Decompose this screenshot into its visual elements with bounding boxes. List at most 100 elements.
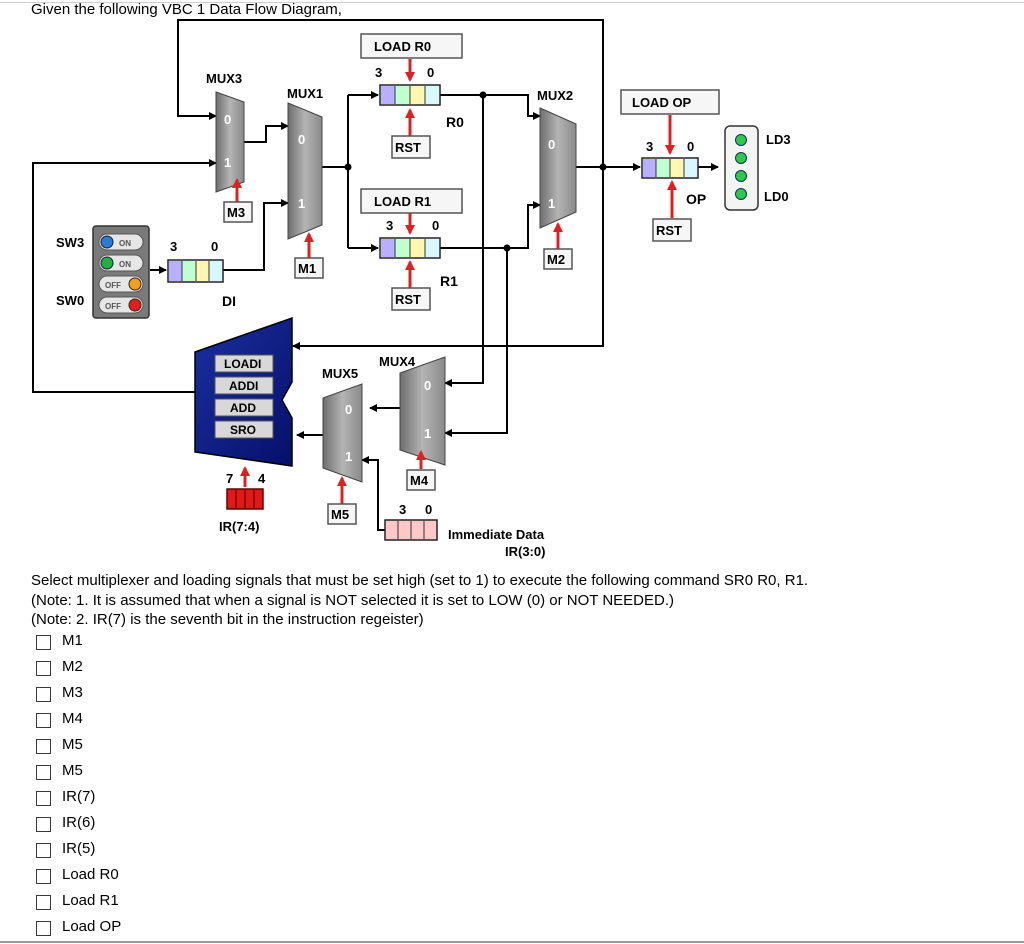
mux5-input-0: 0 <box>345 402 352 417</box>
mux3-input-1: 1 <box>224 155 231 170</box>
m4-box: M4 <box>410 473 429 488</box>
m1-box: M1 <box>298 261 316 276</box>
immediate-data-sublabel: IR(3:0) <box>505 544 545 559</box>
di-label: DI <box>222 293 236 309</box>
junction-dots <box>344 91 607 252</box>
option-load-r1-checkbox[interactable] <box>36 895 51 910</box>
immediate-data-label: Immediate Data <box>448 527 545 542</box>
data-flow-diagram: MUX3 0 1 MUX1 0 1 MUX2 0 1 MUX4 0 1 MUX5… <box>32 19 791 559</box>
ir-bit-high: 7 <box>226 471 233 486</box>
mux1: MUX1 0 1 <box>287 86 323 240</box>
option-m1-label: M1 <box>62 632 83 649</box>
mux4-label: MUX4 <box>379 354 416 369</box>
instruction-decoder: LOADI ADDI ADD SRO <box>194 316 293 467</box>
m3-box: M3 <box>227 205 245 220</box>
r0-rst-box: RST <box>395 140 421 155</box>
mux2: MUX2 0 1 <box>537 88 577 229</box>
op-bit-high: 3 <box>646 139 653 154</box>
option-m4-label: M4 <box>62 710 83 727</box>
sw1-state: OFF <box>105 281 121 290</box>
option-m1-checkbox[interactable] <box>36 635 51 650</box>
register-r1: 3 0 R1 <box>379 218 458 289</box>
option-m3-checkbox[interactable] <box>36 687 51 702</box>
option-m4-checkbox[interactable] <box>36 713 51 728</box>
option-m2-checkbox[interactable] <box>36 661 51 676</box>
r1-bit-high: 3 <box>386 218 393 233</box>
r1-label: R1 <box>440 273 458 289</box>
option-m5-second-label: M5 <box>62 762 83 779</box>
register-op: 3 0 OP <box>641 139 706 207</box>
option-load-op-label: Load OP <box>62 918 122 935</box>
ld0-label: LD0 <box>764 189 789 204</box>
option-m5-second-checkbox[interactable] <box>36 765 51 780</box>
top-rule <box>0 2 1024 3</box>
option-load-r0-checkbox[interactable] <box>36 869 51 884</box>
r0-bit-low: 0 <box>427 65 434 80</box>
mux1-input-1: 1 <box>298 196 305 211</box>
option-load-op-checkbox[interactable] <box>36 921 51 936</box>
option-load-r0-label: Load R0 <box>62 866 119 883</box>
decoder-addi: ADDI <box>229 379 258 393</box>
mux3: MUX3 0 1 <box>206 71 245 193</box>
option-ir6-label: IR(6) <box>62 814 96 831</box>
option-m5-first-label: M5 <box>62 736 83 753</box>
mux4: MUX4 0 1 <box>379 354 446 466</box>
option-ir5-checkbox[interactable] <box>36 843 51 858</box>
option-ir7-label: IR(7) <box>62 788 96 805</box>
op-bit-low: 0 <box>687 139 694 154</box>
option-ir6-checkbox[interactable] <box>36 817 51 832</box>
load-r0-box: LOAD R0 <box>374 39 431 54</box>
ld3-label: LD3 <box>766 132 791 147</box>
question-note-1: (Note: 1. It is assumed that when a sign… <box>31 592 675 609</box>
register-r0: 3 0 R0 <box>375 65 464 130</box>
load-op-box: LOAD OP <box>632 95 692 110</box>
r0-label: R0 <box>446 114 464 130</box>
mux5-label: MUX5 <box>322 366 358 381</box>
op-label: OP <box>686 191 706 207</box>
mux1-label: MUX1 <box>287 86 323 101</box>
mux2-input-1: 1 <box>548 196 555 211</box>
load-r1-box: LOAD R1 <box>374 194 431 209</box>
r1-rst-box: RST <box>395 292 421 307</box>
control-boxes: LOAD R0 LOAD R1 LOAD OP RST RST RST M3 M… <box>223 33 720 525</box>
option-ir7-checkbox[interactable] <box>36 791 51 806</box>
sw2-state: ON <box>119 260 131 269</box>
option-m5-first-checkbox[interactable] <box>36 739 51 754</box>
di-bit-high: 3 <box>170 239 177 254</box>
imm-bit-high: 3 <box>399 502 406 517</box>
sw0-state: OFF <box>105 302 121 311</box>
m2-box: M2 <box>547 252 565 267</box>
ir-bit-low: 4 <box>258 471 266 486</box>
mux5: MUX5 0 1 <box>322 366 363 483</box>
led-panel: LD3 LD0 <box>724 125 791 211</box>
register-di: 3 0 DI <box>167 239 236 309</box>
mux4-input-1: 1 <box>424 426 431 441</box>
question-header: Given the following VBC 1 Data Flow Diag… <box>31 1 342 18</box>
decoder-loadi: LOADI <box>224 357 261 371</box>
mux2-input-0: 0 <box>548 137 555 152</box>
decoder-sro: SRO <box>230 423 256 437</box>
sw3-state: ON <box>119 239 131 248</box>
r0-bit-high: 3 <box>375 65 382 80</box>
bottom-rule <box>0 941 1024 943</box>
question-note-2: (Note: 2. IR(7) is the seventh bit in th… <box>31 611 424 628</box>
option-m3-label: M3 <box>62 684 83 701</box>
option-ir5-label: IR(5) <box>62 840 96 857</box>
option-m2-label: M2 <box>62 658 83 675</box>
op-rst-box: RST <box>656 223 682 238</box>
mux1-input-0: 0 <box>298 132 305 147</box>
mux3-label: MUX3 <box>206 71 242 86</box>
m5-box: M5 <box>331 507 349 522</box>
immediate-register: 3 0 Immediate Data IR(3:0) <box>384 502 545 559</box>
decoder-add: ADD <box>230 401 256 415</box>
imm-bit-low: 0 <box>425 502 432 517</box>
sw3-label: SW3 <box>56 235 84 250</box>
mux3-input-0: 0 <box>224 112 231 127</box>
di-bit-low: 0 <box>211 239 218 254</box>
mux4-input-0: 0 <box>424 378 431 393</box>
ir-register: 7 4 IR(7:4) <box>219 471 266 534</box>
ir-label: IR(7:4) <box>219 519 259 534</box>
sw0-label: SW0 <box>56 293 84 308</box>
option-load-r1-label: Load R1 <box>62 892 119 909</box>
mux2-label: MUX2 <box>537 88 573 103</box>
